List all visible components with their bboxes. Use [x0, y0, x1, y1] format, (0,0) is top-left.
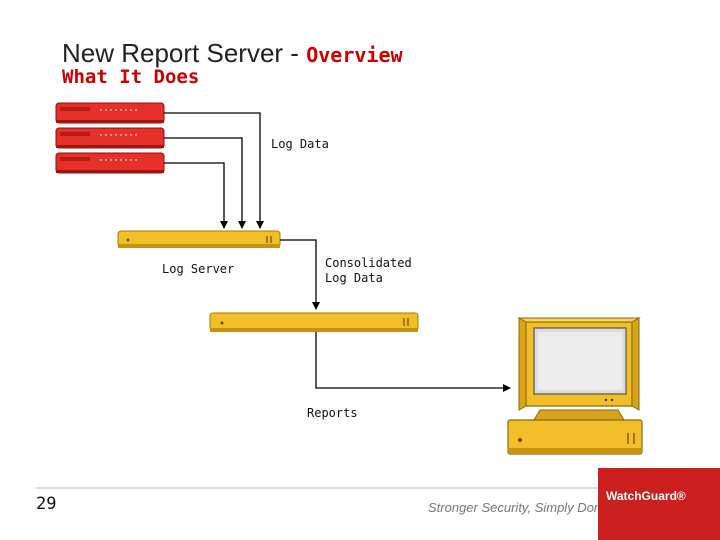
consolidated-log-connector	[280, 239, 320, 310]
page-number: 29	[36, 494, 57, 514]
log-server-appliance	[117, 230, 281, 248]
consolidated-log-data-label: Consolidated Log Data	[325, 256, 412, 286]
consolidated-label-line-2: Log Data	[325, 271, 383, 285]
log-data-connectors	[164, 112, 264, 229]
slide-subtitle: What It Does	[62, 66, 200, 88]
log-data-label: Log Data	[271, 137, 329, 151]
brand-logo-box	[598, 468, 720, 540]
reports-connector	[315, 332, 511, 392]
slide-title: New Report Server - Overview	[62, 38, 403, 69]
log-server-label: Log Server	[162, 262, 235, 276]
report-server-appliance	[209, 312, 419, 332]
consolidated-label-line-1: Consolidated	[325, 256, 412, 270]
brand-logo: WatchGuard®	[606, 489, 686, 503]
firebox-appliance-1	[55, 102, 165, 124]
slide-title-main: New Report Server -	[62, 38, 299, 68]
firebox-appliance-3	[55, 152, 165, 174]
slide-title-accent: Overview	[306, 43, 403, 67]
tagline: Stronger Security, Simply Done™	[428, 500, 622, 515]
firebox-appliance-2	[55, 127, 165, 149]
workstation	[507, 317, 643, 455]
reports-label: Reports	[307, 406, 358, 420]
